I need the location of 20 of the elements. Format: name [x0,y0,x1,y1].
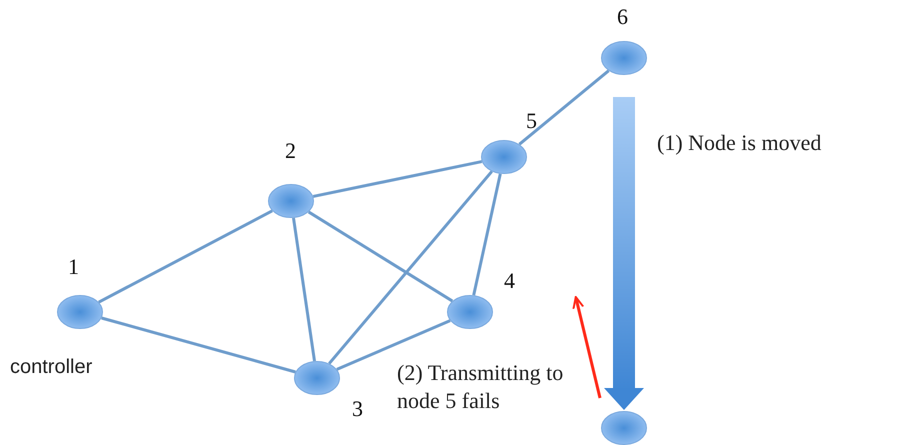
arrow [572,296,602,398]
link-line [292,218,316,362]
node-number: 4 [504,268,515,294]
link-line [312,160,482,198]
annotation-text: (1) Node is moved [657,129,822,157]
edge-label: (2) Transmitting to node 5 fails [397,359,564,415]
link-line [101,316,296,374]
node-number: 3 [352,396,363,422]
link-line [98,210,273,304]
node-number: 5 [526,108,537,134]
link-line [472,173,502,296]
node-number: 1 [68,254,79,280]
node-caption: controller [10,356,92,379]
link-line [328,170,493,365]
link-line [308,210,454,302]
node-number: 6 [617,4,628,30]
link-line [518,70,610,146]
node-number: 2 [285,138,296,164]
link-line [336,319,451,371]
block-arrow [604,97,644,410]
